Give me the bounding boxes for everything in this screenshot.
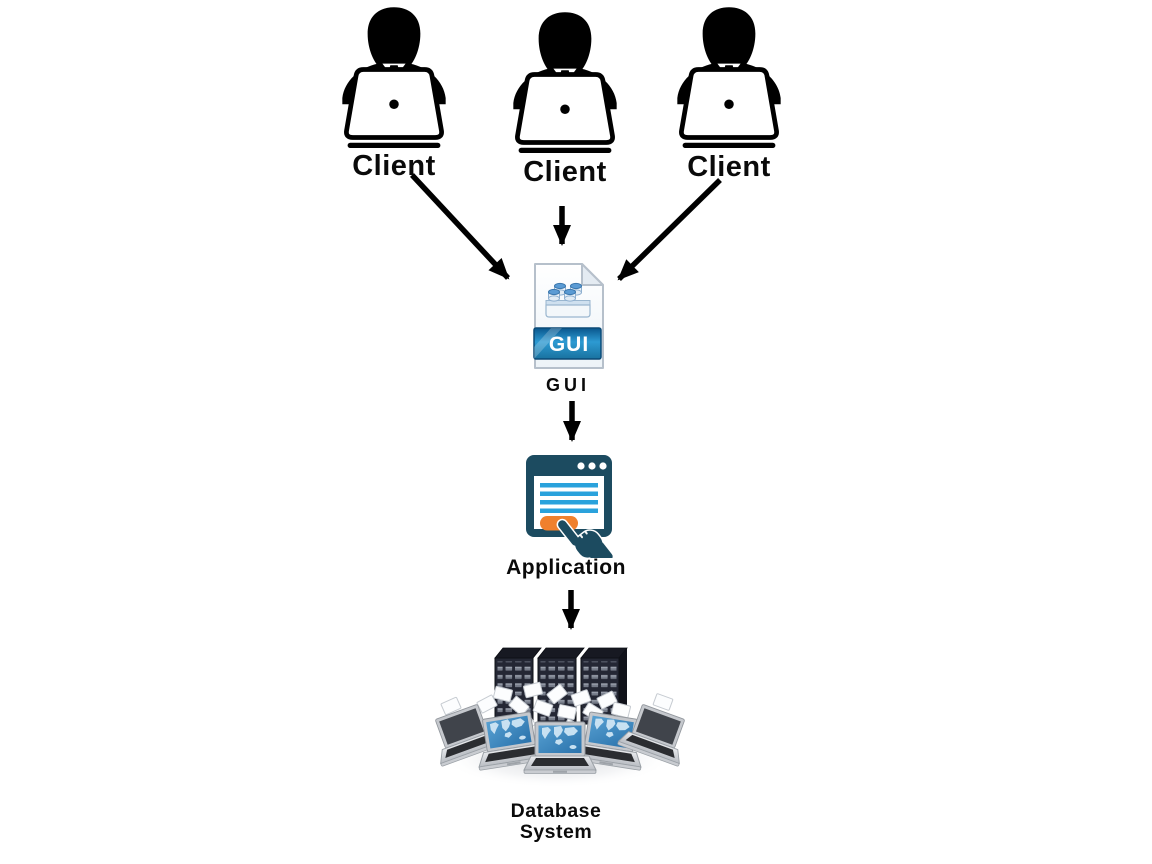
gui-label: GUI [545,375,590,395]
database-label-line2: System [519,821,593,843]
database-label-line1: Database [510,800,602,822]
client-label-1: Client [352,150,436,182]
application-window-click-icon [526,455,615,558]
person-at-laptop-icon [507,8,623,161]
gui-icon-text: GUI [549,333,589,356]
client-label-2: Client [523,156,607,188]
widget-brick-glyph [545,282,591,318]
arrow-client1-to-gui [409,173,511,280]
client-node-3 [671,3,787,156]
database-servers-laptops-image [435,647,685,788]
database-label: Database System [456,801,656,843]
text-lines [540,483,598,513]
gui-node: GUI [529,262,606,370]
gui-file-icon: GUI [533,263,604,369]
client-label-3: Client [687,151,771,183]
gui-banner [533,327,602,360]
application-label: Application [506,556,626,579]
arrow-client3-to-gui [617,178,722,281]
client-node-1 [336,3,452,156]
person-at-laptop-icon [671,3,787,156]
database-node [435,640,685,798]
client-node-2 [507,8,623,161]
person-at-laptop-icon [336,3,452,156]
application-node [521,452,617,558]
click-hand-icon [556,518,615,558]
window-dots [577,462,607,470]
